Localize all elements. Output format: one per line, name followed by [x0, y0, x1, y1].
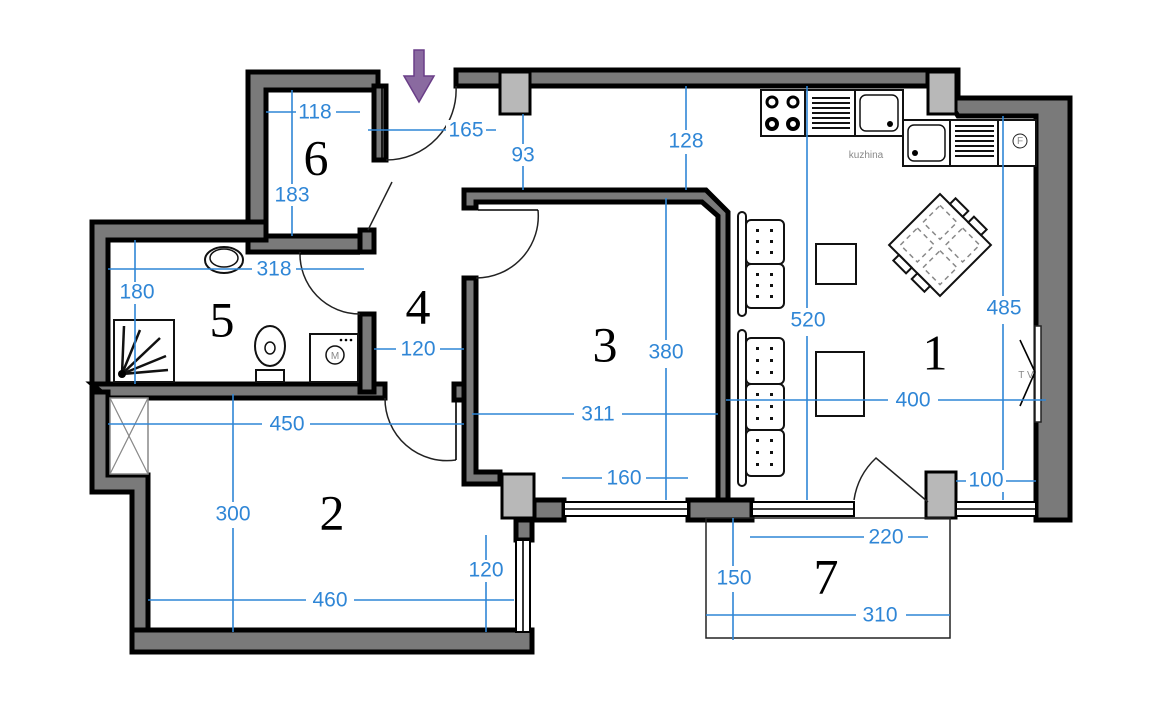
- dim-entry-width: 165: [448, 119, 483, 142]
- dim-room2-lower-width: 460: [312, 589, 347, 612]
- entrance-arrow-icon: [402, 49, 436, 104]
- room-3-label: 3: [593, 316, 618, 372]
- room-4-label: 4: [406, 278, 431, 334]
- dim-room2-upper-width: 450: [269, 413, 304, 436]
- dim-living-pillar-gap: 100: [968, 469, 1003, 492]
- dim-balcony-width: 310: [862, 604, 897, 627]
- dim-room2-window: 120: [468, 559, 503, 582]
- dim-living-right-depth: 485: [986, 297, 1021, 320]
- dim-living-length: 520: [790, 309, 825, 332]
- dim-room6-depth: 183: [274, 184, 309, 207]
- dim-balcony-door: 220: [868, 526, 903, 549]
- room-7-label: 7: [814, 548, 839, 604]
- fridge-icon: [1012, 133, 1028, 149]
- dim-living-width: 400: [895, 389, 930, 412]
- room-2-label: 2: [320, 484, 345, 540]
- walls: [85, 67, 1073, 655]
- svg-text:F: F: [1017, 136, 1023, 147]
- kitchen-units: F kuzhina: [760, 89, 1037, 167]
- dim-bath-depth: 180: [119, 281, 154, 304]
- balcony-outline: [705, 517, 951, 639]
- toilet-icon: [254, 325, 286, 367]
- room-numbers: 1 2 3 4 5 6 7: [210, 129, 948, 604]
- svg-text:T V: T V: [1018, 370, 1034, 381]
- dining-table: [887, 192, 993, 298]
- columns: [498, 70, 958, 520]
- dim-room3-depth: 380: [648, 341, 683, 364]
- doors: [299, 85, 929, 503]
- dim-hall-width: 120: [400, 338, 435, 361]
- svg-text:M: M: [331, 351, 339, 362]
- dim-entry-to-wall: 93: [511, 144, 534, 167]
- room-6-label: 6: [304, 129, 329, 185]
- sofa-upper: [737, 211, 785, 317]
- dim-balcony-depth: 150: [716, 567, 751, 590]
- washing-machine: [309, 333, 359, 383]
- bathroom-fixtures: M: [113, 246, 359, 383]
- room-1-label: 1: [923, 324, 948, 380]
- ottoman: [815, 243, 857, 285]
- dim-room3-width: 311: [581, 403, 614, 426]
- room-5-label: 5: [210, 291, 235, 347]
- dim-room6-width: 118: [298, 101, 331, 124]
- dimension-labels: 118 183 165 93 128 318 180 120 450 300 4…: [116, 101, 1026, 628]
- dim-room3-window: 160: [606, 467, 641, 490]
- tv-unit: T V: [1018, 325, 1042, 423]
- sink-icon: [204, 246, 244, 274]
- dim-kitchen-depth: 128: [668, 130, 703, 153]
- sofa-lower: [737, 329, 785, 487]
- coffee-table: [815, 351, 865, 417]
- kitchen-label: kuzhina: [849, 150, 884, 161]
- dim-room2-depth: 300: [215, 503, 250, 526]
- dim-bath-width: 318: [256, 258, 291, 281]
- windows: [109, 397, 1037, 633]
